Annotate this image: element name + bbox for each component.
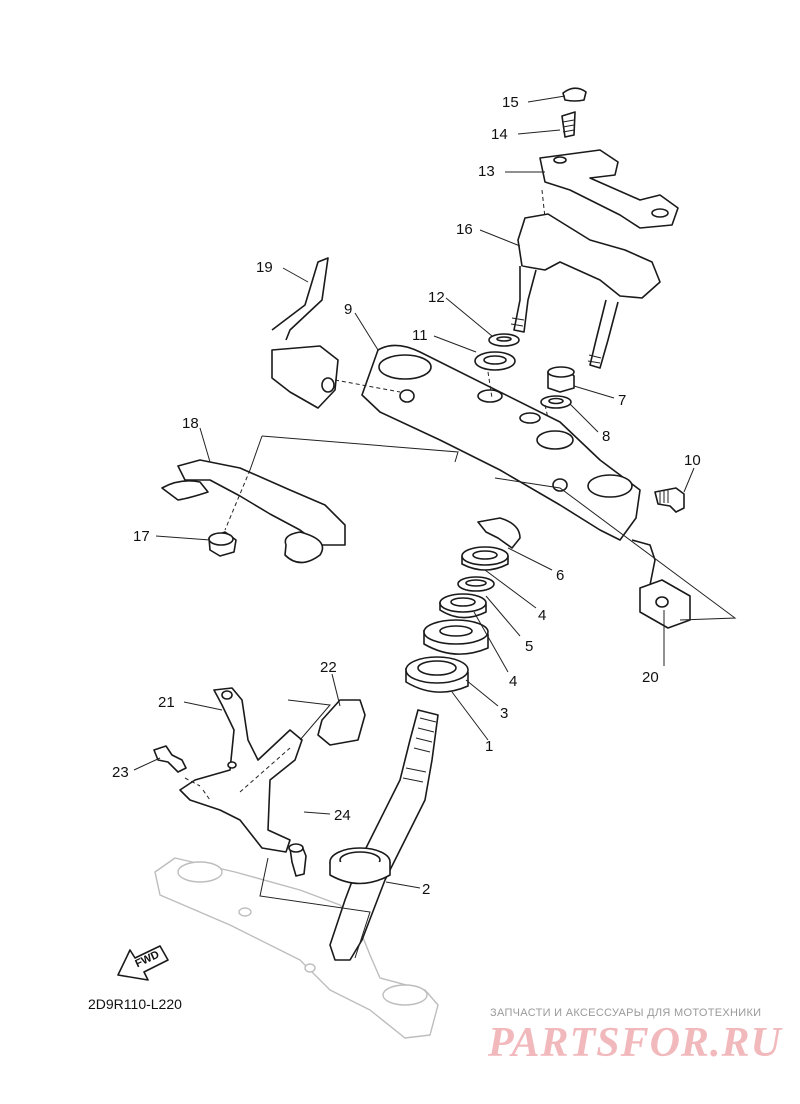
- wire-clamp: [271, 257, 339, 409]
- callout-10: 10: [684, 452, 701, 469]
- drawing-code: 2D9R110-L220: [88, 996, 182, 1012]
- bearing-stack: [405, 517, 521, 693]
- callout-2: 2: [422, 881, 430, 898]
- lower-bearing: [329, 847, 391, 885]
- callout-3: 3: [500, 705, 508, 722]
- callout-17: 17: [133, 528, 150, 545]
- watermark-caption: ЗАПЧАСТИ И АКСЕССУАРЫ ДЛЯ МОТОТЕХНИКИ: [490, 1007, 762, 1019]
- callout-7: 7: [618, 392, 626, 409]
- callout-22: 22: [320, 659, 337, 676]
- callout-4b: 4: [509, 673, 517, 690]
- callout-23: 23: [112, 764, 129, 781]
- cable-holder: [161, 459, 346, 564]
- callout-4a: 4: [538, 607, 546, 624]
- small-hardware: [474, 87, 685, 513]
- callout-5: 5: [525, 638, 533, 655]
- assembly-guides: [184, 189, 737, 959]
- bracket-20: [631, 539, 691, 629]
- callout-12: 12: [428, 289, 445, 306]
- callout-14: 14: [491, 126, 508, 143]
- leader-lines: [133, 95, 695, 889]
- callout-24: 24: [334, 807, 351, 824]
- callout-6: 6: [556, 567, 564, 584]
- bolts-lower: [153, 745, 307, 877]
- callout-labels: 15 14 13 16 19 12 11 9 7 8 10 18 17 6 4 …: [112, 94, 701, 898]
- callout-19: 19: [256, 259, 273, 276]
- callout-9: 9: [344, 301, 352, 318]
- callout-18: 18: [182, 415, 199, 432]
- lower-bracket-ghost: [154, 857, 439, 1039]
- callout-16: 16: [456, 221, 473, 238]
- callout-11: 11: [412, 327, 428, 344]
- callout-20: 20: [642, 669, 659, 686]
- handlebar-holders: [510, 149, 679, 369]
- callout-21: 21: [158, 694, 175, 711]
- fwd-arrow: FWD: [117, 945, 169, 981]
- upper-bracket: [361, 344, 641, 541]
- bracket-21: [179, 687, 366, 853]
- callout-15: 15: [502, 94, 519, 111]
- watermark-logo: PARTSFOR.RU: [488, 1020, 782, 1066]
- callout-8: 8: [602, 428, 610, 445]
- callout-1: 1: [485, 738, 493, 755]
- callout-13: 13: [478, 163, 495, 180]
- steering-stem: [329, 709, 439, 961]
